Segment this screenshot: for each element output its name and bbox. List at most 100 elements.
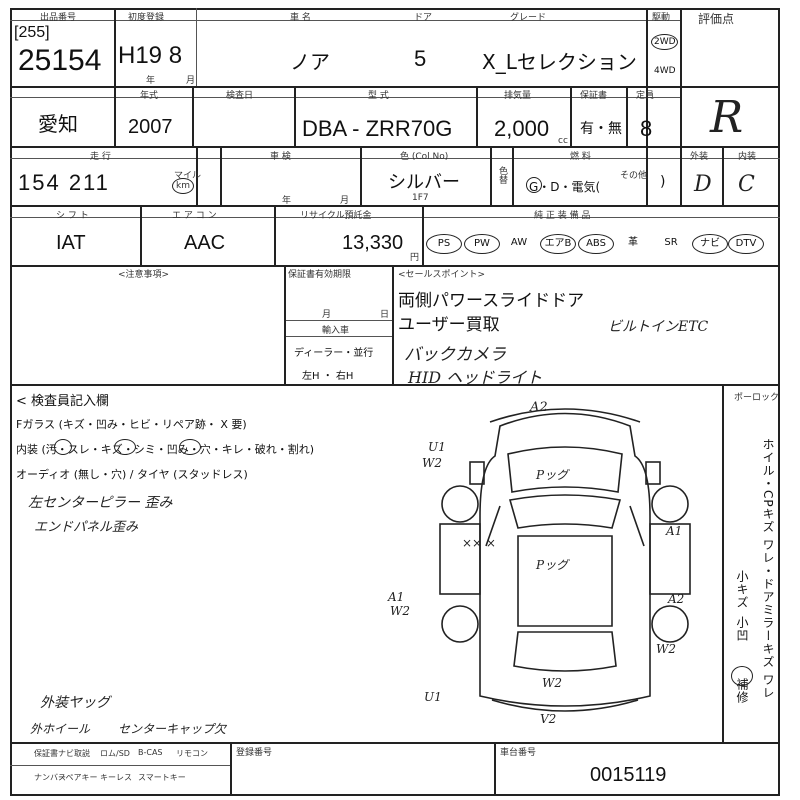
note-centercap: センターキャップ欠 xyxy=(118,722,227,736)
col-divider xyxy=(220,146,222,206)
label-imports: 輸入車 xyxy=(322,326,350,336)
label-year: 年式 xyxy=(140,91,159,101)
col-divider xyxy=(490,146,492,206)
label-serial: 車台番号 xyxy=(500,748,537,758)
interior-grade: C xyxy=(738,172,755,197)
label-door: ドア xyxy=(414,13,433,23)
col-divider xyxy=(294,86,296,146)
map-a1-right: A1 xyxy=(666,524,683,538)
map-w2-left: W2 xyxy=(390,604,410,618)
col-divider xyxy=(422,205,424,265)
fuel-value: G・D・電気( xyxy=(529,180,601,194)
displacement-value: 2,000 xyxy=(494,116,550,141)
foot1-item-1: ナビ取説 xyxy=(58,749,90,758)
foot2-item-2: キーレス xyxy=(100,773,132,782)
auction-sheet xyxy=(10,8,780,796)
note-wheel: 外ホイール xyxy=(30,722,91,736)
label-car-name: 車 名 xyxy=(290,13,311,23)
map-u1-bottom: U1 xyxy=(424,690,442,704)
label-inspection: 検査日 xyxy=(226,91,254,101)
label-interior: 内装 xyxy=(738,152,757,162)
car-name-value: ノア xyxy=(290,50,330,74)
a-pillar xyxy=(485,505,501,547)
equipment-1: PW xyxy=(464,234,500,254)
foot1-item-3: B-CAS xyxy=(138,748,163,757)
equipment-2: AW xyxy=(510,237,528,248)
equipment-4: ABS xyxy=(578,234,614,254)
subrow-divider xyxy=(10,217,780,218)
label-first-reg: 初度登録 xyxy=(128,13,165,23)
label-inspector: < 検査員記入欄 xyxy=(16,394,110,409)
col-divider xyxy=(570,86,572,146)
lot-number: 25154 xyxy=(18,44,102,77)
col-divider xyxy=(476,86,478,146)
col-divider xyxy=(626,86,628,146)
col-divider xyxy=(512,146,514,206)
inspector-interior: 内装 (汚・スレ・キズ・シミ・凹み・穴・キレ・破れ・割れ) xyxy=(16,443,315,456)
label-shaken: 車 検 xyxy=(270,152,291,162)
row-divider xyxy=(10,146,780,148)
note-pillar: 左センターピラー 歪み xyxy=(28,495,173,511)
label-model: 型 式 xyxy=(368,91,389,101)
map-v2-bottom: V2 xyxy=(540,712,557,726)
col-divider xyxy=(274,205,276,265)
unit-mile: マイル xyxy=(174,171,202,181)
shaken-year: 年 xyxy=(282,196,292,206)
equipment-7: ナビ xyxy=(692,234,728,254)
capacity-value: 8 xyxy=(640,116,653,141)
label-aircon: エ ア コ ン xyxy=(172,211,217,221)
warranty-month: 月 xyxy=(322,310,332,320)
label-notes: <注意事項> xyxy=(118,270,170,280)
map-w2-bottom: W2 xyxy=(542,676,562,690)
label-equipment: 純 正 装 備 品 xyxy=(534,211,591,221)
foot2-item-0: ナンバー xyxy=(34,773,66,782)
foot1-item-2: ロム/SD xyxy=(100,749,130,758)
label-displacement: 排気量 xyxy=(504,91,532,101)
subrow-divider xyxy=(10,158,780,159)
sales-point-etc: ビルトインETC xyxy=(608,319,709,335)
unit-yen: 円 xyxy=(410,253,420,263)
circle-mark xyxy=(526,177,542,193)
equipment-0: PS xyxy=(426,234,462,254)
col-divider xyxy=(196,8,197,86)
side-note-3: 小凹 xyxy=(735,616,749,642)
mileage-value: 154 211 xyxy=(18,170,110,195)
map-w2-top: W2 xyxy=(422,456,442,470)
label-reg-no: 登録番号 xyxy=(236,748,273,758)
unit-cc: cc xyxy=(558,136,568,146)
circle-mark xyxy=(731,666,753,686)
row-divider xyxy=(10,86,780,88)
circle-mark xyxy=(172,178,194,194)
label-shift: シ フ ト xyxy=(56,211,89,221)
year-value: 2007 xyxy=(128,116,173,138)
label-fuel: 燃 料 xyxy=(570,152,591,162)
label-sales-points: <セールスポイント> xyxy=(398,270,486,280)
col-divider xyxy=(114,8,116,86)
label-drive: 駆動 xyxy=(652,13,671,23)
col-divider xyxy=(680,146,682,206)
circle-mark xyxy=(179,439,201,455)
map-xx: ×× × xyxy=(462,536,496,550)
front-bumper xyxy=(489,408,641,423)
door-value: 5 xyxy=(414,46,427,71)
map-pug-mid: Pッグ xyxy=(536,558,569,572)
map-u1-top: U1 xyxy=(428,440,446,454)
mirror-left xyxy=(469,461,485,485)
circle-mark xyxy=(651,34,678,50)
label-color: 色 (Col.No) xyxy=(400,152,449,162)
label-lot: 出品番号 xyxy=(40,13,77,23)
row-divider xyxy=(10,265,780,267)
circle-mark xyxy=(114,439,136,455)
map-a1-left: A1 xyxy=(388,590,405,604)
warranty-day: 日 xyxy=(380,310,390,320)
equipment-5: 革 xyxy=(628,237,638,248)
mirror-right xyxy=(645,461,661,485)
note-exterior: 外装ヤッグ xyxy=(40,695,110,711)
circle-mark xyxy=(54,439,72,455)
color-value: シルバー xyxy=(388,172,460,193)
sales-point-1: 両側パワースライドドア xyxy=(398,291,585,311)
col-divider xyxy=(140,205,142,265)
subrow-divider xyxy=(284,336,392,337)
label-color-change: 色替 xyxy=(497,166,507,184)
score-value: R xyxy=(710,92,744,143)
